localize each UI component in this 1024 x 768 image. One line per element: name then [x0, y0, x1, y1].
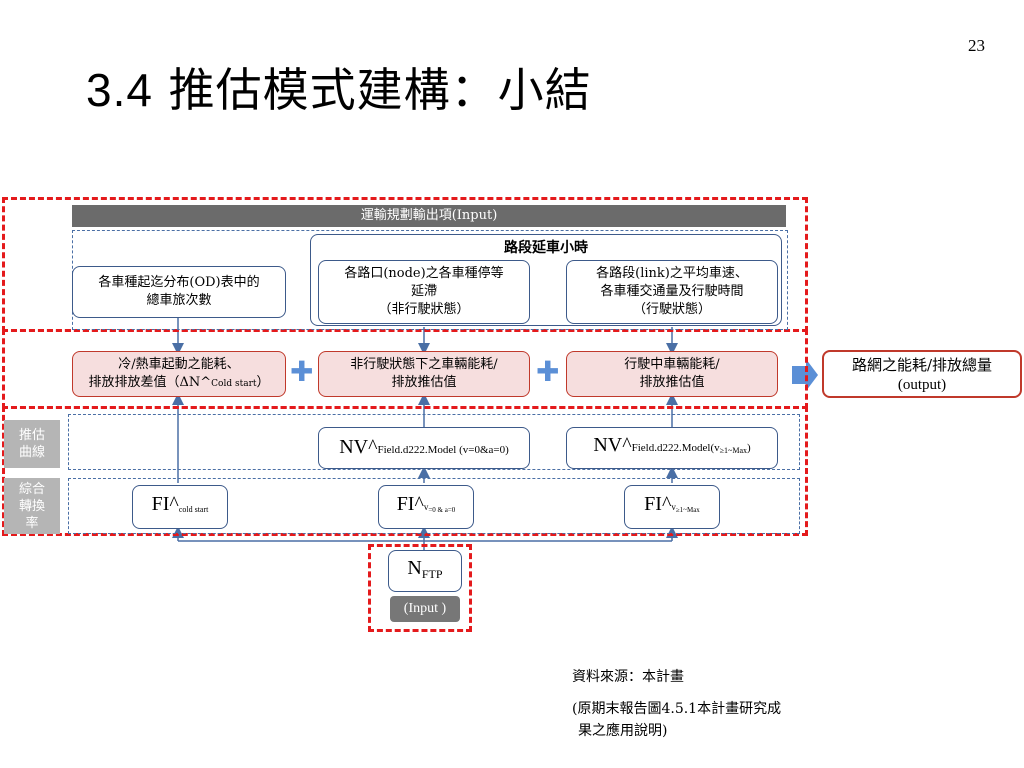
nv-idle-sub: Field.d222.Model (v=0&a=0) [377, 443, 509, 456]
plus-icon: ✚ [290, 355, 314, 388]
slide-title: 3.4 推估模式建構：小結 [86, 54, 592, 120]
title-number: 3.4 [86, 64, 153, 116]
nftp-main: N [407, 557, 422, 579]
cold-start-line1: 冷/熱車起動之能耗、 [118, 356, 240, 372]
cold-start-line2: 排放排放差值（ΔN^Cold start） [89, 374, 270, 393]
fi-running-main: FI^ [644, 493, 672, 515]
source-note: 資料來源：本計畫 (原期末報告圖4.5.1本計畫研究成 果之應用說明) [572, 666, 781, 742]
nv-running-sub: Field.d222.Model(v [631, 442, 720, 454]
cold-start-box: 冷/熱車起動之能耗、 排放排放差值（ΔN^Cold start） [72, 351, 286, 397]
link-delay-group-title: 路段延車小時 [504, 240, 588, 256]
cold-start-subscript: Cold start [211, 378, 257, 389]
output-box: 路網之能耗/排放總量 (output) [822, 350, 1022, 398]
nv-running-end: ) [747, 442, 751, 454]
running-estimate-box: 行駛中車輛能耗/ 排放推估值 [566, 351, 778, 397]
nftp-input-label: (Input ) [390, 596, 460, 622]
fi-cold-main: FI^ [151, 493, 179, 515]
nftp-region [368, 544, 472, 632]
fi-cold-box: FI^cold start [132, 485, 228, 529]
side-label-rate: 綜合 轉換 率 [4, 478, 60, 534]
rate-row [68, 478, 800, 534]
od-box: 各車種起迄分布(OD)表中的 總車旅次數 [72, 266, 286, 318]
nv-running-label: NV^Field.d222.Model(v≥1~Max) [593, 434, 751, 460]
fi-idle-box: FI^v=0 & a=0 [378, 485, 474, 529]
nv-running-sub2: ≥1~Max [719, 446, 747, 455]
plus-icon: ✚ [536, 355, 560, 388]
page-number: 23 [968, 36, 985, 55]
nftp-label: NFTP [407, 557, 443, 583]
nv-idle-label: NV^Field.d222.Model (v=0&a=0) [339, 435, 509, 459]
cold-start-end: ） [256, 374, 270, 390]
source-line3: 果之應用說明) [578, 723, 668, 739]
input-bar: 運輸規劃輸出項(Input) [72, 205, 786, 227]
fi-cold-label: FI^cold start [151, 493, 209, 519]
node-delay-box: 各路口(node)之各車種停等 延滯 （非行駛狀態） [318, 260, 530, 324]
nv-idle-main: NV^ [339, 435, 378, 458]
fi-running-box: FI^v≥1~Max [624, 485, 720, 529]
conversion-region [2, 406, 808, 536]
output-label: (output) [897, 377, 947, 393]
nftp-box: NFTP [388, 550, 462, 592]
nv-running-main: NV^ [593, 434, 632, 456]
curve-row [68, 414, 800, 470]
fi-idle-main: FI^ [396, 493, 424, 515]
fi-running-sub: v [671, 502, 676, 512]
side-label-curve: 推估 曲線 [4, 420, 60, 468]
nftp-sub: FTP [421, 567, 443, 581]
title-text: 推估模式建構：小結 [152, 63, 592, 117]
fi-idle-sub: v [423, 502, 429, 512]
fi-idle-sub2: =0 & a=0 [428, 506, 456, 514]
source-line1: 資料來源：本計畫 [572, 669, 684, 685]
fi-running-label: FI^v≥1~Max [644, 493, 700, 519]
idle-estimate-box: 非行駛狀態下之車輛能耗/ 排放推估值 [318, 351, 530, 397]
output-title: 路網之能耗/排放總量 [851, 356, 993, 374]
cold-start-line2-text: 排放排放差值（ΔN^ [88, 374, 212, 390]
fi-running-sub2: ≥1~Max [675, 506, 700, 514]
fi-cold-sub: cold start [178, 505, 209, 514]
nv-idle-box: NV^Field.d222.Model (v=0&a=0) [318, 427, 530, 469]
source-line2: (原期末報告圖4.5.1本計畫研究成 [572, 701, 782, 717]
fi-idle-label: FI^v=0 & a=0 [396, 493, 456, 519]
nv-running-box: NV^Field.d222.Model(v≥1~Max) [566, 427, 778, 469]
link-speed-box: 各路段(link)之平均車速、 各車種交通量及行駛時間 （行駛狀態） [566, 260, 778, 324]
